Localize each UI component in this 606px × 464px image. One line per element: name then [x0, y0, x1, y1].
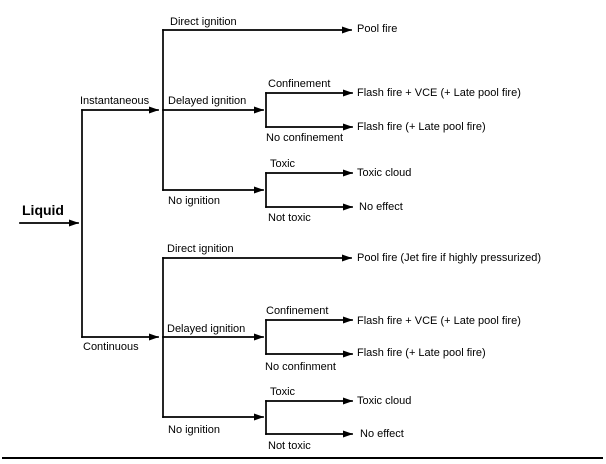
upper-not-toxic-label: Not toxic	[268, 212, 311, 224]
lower-no-confinement-label: No confinment	[265, 361, 336, 373]
lower-toxic-cloud-outcome: Toxic cloud	[357, 395, 412, 407]
lower-flash-vce-outcome: Flash fire + VCE (+ Late pool fire)	[357, 315, 521, 327]
lower-flash-fire-outcome: Flash fire (+ Late pool fire)	[357, 347, 486, 359]
lower-no-ignition-label: No ignition	[168, 424, 220, 436]
upper-direct-ignition-label: Direct ignition	[170, 16, 237, 28]
lower-not-toxic-label: Not toxic	[268, 440, 311, 452]
branch-label-instantaneous: Instantaneous	[80, 95, 150, 107]
upper-flash-fire-outcome: Flash fire (+ Late pool fire)	[357, 121, 486, 133]
lower-toxic-label: Toxic	[270, 386, 296, 398]
branch-label-continuous: Continuous	[83, 341, 139, 353]
upper-no-ignition-label: No ignition	[168, 195, 220, 207]
lower-pool-fire-outcome: Pool fire (Jet fire if highly pressurize…	[357, 252, 542, 264]
root-label: Liquid	[22, 202, 64, 218]
upper-flash-vce-outcome: Flash fire + VCE (+ Late pool fire)	[357, 87, 521, 99]
upper-pool-fire-outcome: Pool fire	[357, 23, 398, 35]
upper-confinement-label: Confinement	[268, 78, 331, 90]
upper-no-effect-outcome: No effect	[359, 201, 403, 213]
lower-delayed-ignition-label: Delayed ignition	[167, 323, 246, 335]
upper-delayed-ignition-label: Delayed ignition	[168, 95, 247, 107]
upper-toxic-cloud-outcome: Toxic cloud	[357, 167, 412, 179]
lower-confinement-label: Confinement	[266, 305, 329, 317]
lower-direct-ignition-label: Direct ignition	[167, 243, 234, 255]
upper-toxic-label: Toxic	[270, 158, 296, 170]
upper-no-confinement-label: No confinement	[266, 132, 344, 144]
lower-no-effect-outcome: No effect	[360, 428, 404, 440]
